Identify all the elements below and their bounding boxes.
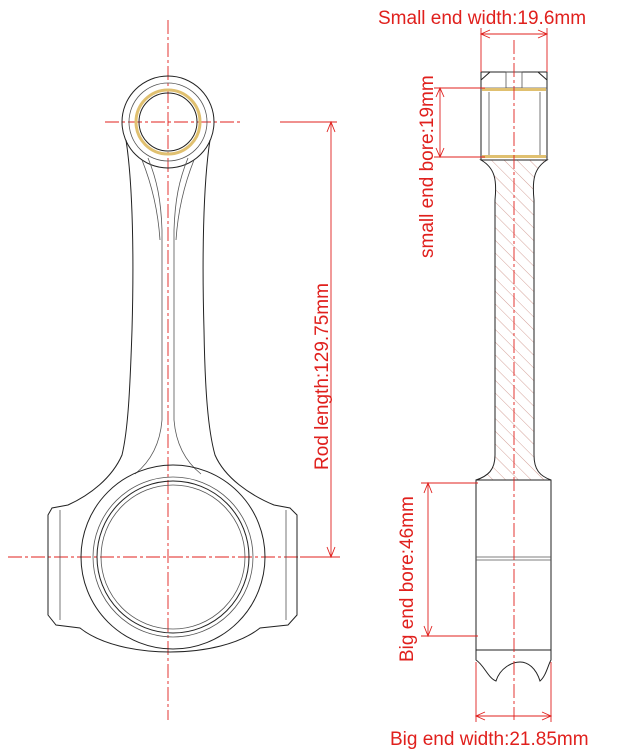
side-big-end <box>475 479 552 682</box>
side-shank-section <box>475 159 552 481</box>
big-end-eye <box>80 464 266 650</box>
big-end-bore-label: Big end bore:46mm <box>397 496 418 662</box>
rod-shank-outline <box>47 139 298 653</box>
small-end-eye <box>121 75 215 169</box>
rod-web-right <box>173 157 202 475</box>
small-end-bushing <box>134 88 202 156</box>
big-end-width-dimension <box>474 662 553 722</box>
front-view: Rod length:129.75mm <box>8 20 340 720</box>
small-end-bore-dimension <box>434 86 485 159</box>
small-end-width-label: Small end width:19.6mm <box>378 8 586 29</box>
small-end-width-dimension <box>479 28 549 72</box>
rod-length-dimension <box>280 120 337 559</box>
big-end-bore-dimension <box>421 481 478 638</box>
small-end-bore-label: small end bore:19mm <box>417 75 438 258</box>
rod-web-left <box>134 157 163 475</box>
big-end-width-label: Big end width:21.85mm <box>390 729 589 750</box>
side-big-end-bolt-notches <box>475 650 552 682</box>
side-view: Small end width:19.6mm small end bore:19… <box>378 8 589 750</box>
rod-length-label: Rod length:129.75mm <box>312 283 333 470</box>
